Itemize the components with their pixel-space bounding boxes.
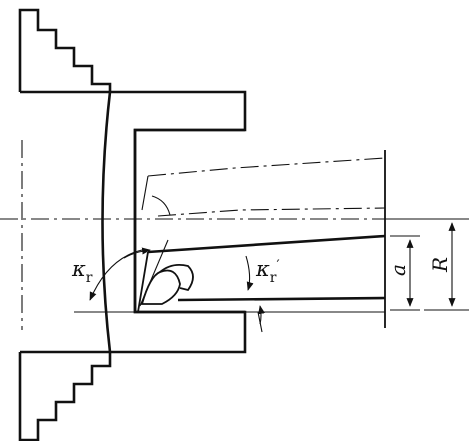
workpiece-section bbox=[101, 90, 247, 354]
boring-bar bbox=[137, 150, 386, 328]
dimension-r-label: R bbox=[428, 257, 452, 273]
kappa-r-label: κr bbox=[71, 257, 93, 286]
kappa-r-prime-label: κr′ bbox=[255, 257, 280, 286]
kappa-r-prime-angle bbox=[245, 255, 266, 333]
dimension-r bbox=[390, 218, 469, 311]
chuck-jaw-bottom bbox=[18, 350, 112, 441]
dimension-a-label: a bbox=[386, 264, 410, 276]
dimension-a bbox=[390, 235, 420, 311]
boring-bar-phantom bbox=[141, 157, 386, 217]
chuck-jaw-top bbox=[18, 8, 112, 94]
kappa-r-angle bbox=[89, 247, 151, 301]
